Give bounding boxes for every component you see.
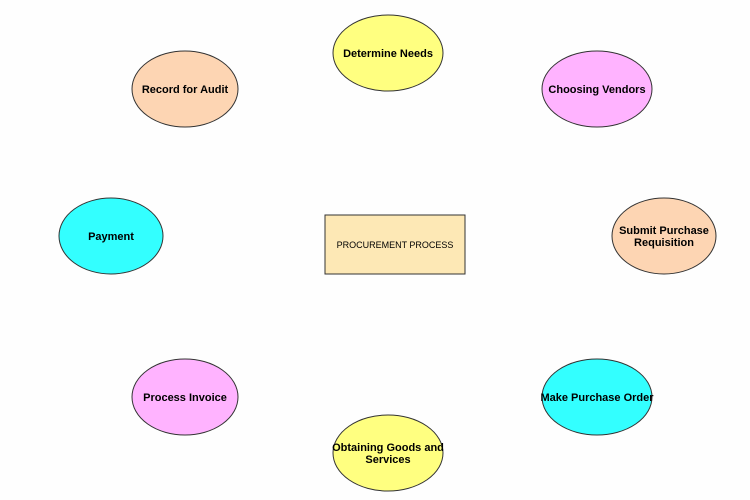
node-label-make-purchase-order: Make Purchase Order: [540, 392, 654, 404]
node-ellipse-make-purchase-order[interactable]: [541, 358, 653, 436]
node-label-payment: Payment: [88, 231, 134, 243]
node-process-invoice[interactable]: Process Invoice: [131, 358, 239, 436]
node-ellipse-submit-purchase-requisition[interactable]: [611, 197, 717, 275]
node-label-record-for-audit: Record for Audit: [142, 84, 229, 96]
node-choosing-vendors[interactable]: Choosing Vendors: [541, 50, 653, 128]
center-label: PROCUREMENT PROCESS: [337, 240, 454, 250]
center-node[interactable]: PROCUREMENT PROCESS: [324, 214, 466, 275]
node-make-purchase-order[interactable]: Make Purchase Order: [540, 358, 654, 436]
node-ellipse-payment[interactable]: [58, 197, 164, 275]
node-label-submit-purchase-requisition: Requisition: [634, 237, 694, 249]
node-label-process-invoice: Process Invoice: [143, 392, 227, 404]
node-ellipse-choosing-vendors[interactable]: [541, 50, 653, 128]
node-ellipse-process-invoice[interactable]: [131, 358, 239, 436]
node-label-submit-purchase-requisition: Submit Purchase: [619, 225, 709, 237]
node-ellipse-record-for-audit[interactable]: [131, 50, 239, 128]
node-determine-needs[interactable]: Determine Needs: [332, 14, 444, 92]
node-ellipse-determine-needs[interactable]: [332, 14, 444, 92]
node-label-choosing-vendors: Choosing Vendors: [548, 84, 645, 96]
node-label-determine-needs: Determine Needs: [343, 48, 433, 60]
node-label-obtaining-goods-and-services: Services: [365, 454, 410, 466]
center-box[interactable]: [324, 214, 466, 275]
node-label-obtaining-goods-and-services: Obtaining Goods and: [332, 442, 444, 454]
node-ellipse-obtaining-goods-and-services[interactable]: [332, 414, 444, 492]
node-record-for-audit[interactable]: Record for Audit: [131, 50, 239, 128]
node-payment[interactable]: Payment: [58, 197, 164, 275]
